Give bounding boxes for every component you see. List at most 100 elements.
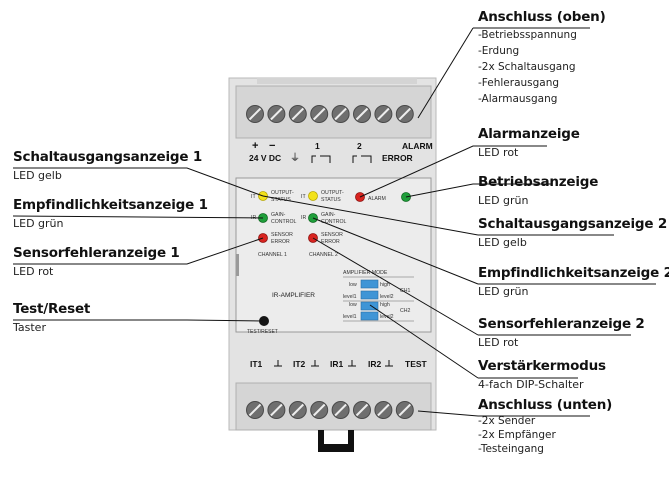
- housing-top-lip: [257, 78, 417, 84]
- bottom-screw-slot-2: [270, 403, 283, 417]
- callout-empfind1-title: Empfindlichkeitsanzeige 1: [13, 197, 208, 213]
- callout-sensorfehler1: Sensorfehleranzeige 1 LED rot: [13, 245, 180, 279]
- leader-schaltausgang2: [262, 195, 479, 236]
- it-label-left: IT: [251, 194, 256, 200]
- dip-switch-3[interactable]: [360, 301, 379, 311]
- ch2-level2-label: level2: [380, 314, 394, 320]
- bottom-terminal-labels: IT1 IT2 IR1 IR2 TEST: [250, 359, 428, 369]
- anschluss-unten-item-2: -2x Empfänger: [478, 429, 556, 441]
- callout-anschluss-unten: Anschluss (unten) -2x Sender -2x Empfäng…: [478, 397, 612, 456]
- anschluss-oben-item-2: -Erdung: [478, 45, 520, 57]
- callout-schaltausgang1-sub: LED gelb: [13, 169, 62, 182]
- leader-sensorfehler2: [312, 237, 479, 336]
- ch1-low-label: low: [349, 282, 357, 288]
- ground-symbol-bottom-4: [385, 360, 393, 367]
- gain-control-label-1-b: CONTROL: [271, 219, 296, 225]
- voltage-label: 24 V DC: [249, 153, 281, 163]
- amplifier-mode-title: AMPLIFIER MODE: [343, 270, 388, 276]
- top-screw-slot-5: [334, 107, 347, 121]
- minus-label: −: [269, 140, 275, 152]
- ch2-label: CH2: [400, 308, 410, 314]
- error-label: ERROR: [382, 153, 413, 163]
- anschluss-oben-item-4: -Fehlerausgang: [478, 77, 560, 89]
- callout-verstaerker-title: Verstärkermodus: [478, 358, 606, 374]
- callout-schaltausgang2-sub: LED gelb: [478, 236, 527, 249]
- bottom-screw-slot-5: [334, 403, 347, 417]
- callout-anschluss-oben-title: Anschluss (oben): [478, 9, 606, 25]
- amplifier-title: IR-AMPLIFIER: [272, 292, 315, 299]
- top-screw-slot-1: [248, 107, 262, 121]
- bottom-screw-slot-8: [398, 403, 412, 417]
- anschluss-oben-item-3: -2x Schaltausgang: [478, 61, 576, 73]
- callout-alarmanzeige-title: Alarmanzeige: [478, 126, 580, 142]
- sensor-error-label-2-a: SENSOR: [321, 232, 343, 238]
- top-screw-slot-4: [312, 107, 326, 121]
- panel-side-notch: [236, 254, 239, 276]
- callout-betriebsanzeige-title: Betriebsanzeige: [478, 174, 599, 190]
- leader-test-reset: [13, 319, 264, 322]
- ground-symbol-bottom-1: [274, 360, 282, 367]
- callout-empfind1: Empfindlichkeitsanzeige 1 LED grün: [13, 197, 208, 231]
- channel2-label: CHANNEL 2: [309, 252, 338, 258]
- ch2-low-label: low: [349, 302, 357, 308]
- callout-sensorfehler1-title: Sensorfehleranzeige 1: [13, 245, 180, 261]
- output1-label: 1: [315, 141, 320, 151]
- alarm-terminal-label: ALARM: [402, 141, 433, 151]
- callout-schaltausgang2-title: Schaltausgangsanzeige 2: [478, 216, 668, 232]
- ground-symbol-bottom-2: [311, 360, 319, 367]
- bottom-screw-slot-6: [355, 403, 369, 417]
- bottom-label-ir2: IR2: [368, 359, 382, 369]
- output-status-label-2-b: STATUS: [321, 197, 341, 203]
- sensor-error-label-1-a: SENSOR: [271, 232, 293, 238]
- bottom-label-test: TEST: [405, 359, 428, 369]
- ground-symbol: ⏚: [290, 152, 300, 164]
- ch2-level1-label: level1: [343, 314, 357, 320]
- output-status-led-2: [308, 191, 318, 201]
- bottom-screws: [246, 401, 414, 419]
- anschluss-oben-item-5: -Alarmausgang: [478, 93, 558, 105]
- leader-anschluss-unten: [417, 410, 479, 417]
- ch1-level2-label: level2: [380, 294, 394, 300]
- bottom-screw-slot-4: [312, 403, 326, 417]
- alarm-led-label: ALARM: [368, 196, 386, 202]
- top-screws: [246, 105, 414, 123]
- callout-anschluss-oben: Anschluss (oben) -Betriebsspannung -Erdu…: [478, 9, 606, 107]
- plus-label: +: [252, 140, 258, 152]
- leader-sensorfehler1: [13, 237, 264, 265]
- sensor-error-label-2-b: ERROR: [321, 239, 340, 245]
- leader-empfind1: [12, 215, 264, 219]
- output-status-label-1-a: OUTPUT-: [271, 190, 294, 196]
- leader-empfind2: [312, 217, 479, 285]
- dip-switch-2[interactable]: [360, 290, 379, 300]
- dip-switch-1[interactable]: [360, 279, 379, 289]
- bottom-label-it1: IT1: [250, 359, 263, 369]
- top-screw-slot-3: [291, 107, 305, 121]
- callout-betriebsanzeige-sub: LED grün: [478, 194, 529, 207]
- anschluss-unten-item-3: -Testeingang: [478, 443, 544, 455]
- channel1-label: CHANNEL 1: [258, 252, 287, 258]
- dip-switch-4[interactable]: [360, 311, 379, 321]
- leader-verstaerker: [369, 304, 479, 379]
- leader-schaltausgang1: [13, 167, 264, 197]
- ch1-label: CH1: [400, 288, 410, 294]
- it-label-right: IT: [301, 194, 306, 200]
- bottom-screw-slot-3: [291, 403, 305, 417]
- output-status-label-1-b: STATUS: [271, 197, 291, 203]
- switch2-symbol: [352, 155, 372, 163]
- switch1-symbol: [311, 155, 331, 163]
- leader-anschluss-oben: [417, 27, 474, 119]
- top-screw-slot-6: [355, 107, 369, 121]
- callout-test-reset-sub: Taster: [13, 321, 46, 334]
- callout-test-reset-title: Test/Reset: [13, 301, 91, 317]
- ch1-high-label: high: [380, 282, 390, 288]
- callout-sensorfehler1-sub: LED rot: [13, 265, 54, 278]
- bottom-screw-slot-1: [248, 403, 262, 417]
- callout-empfind1-sub: LED grün: [13, 217, 64, 230]
- callout-sensorfehler2-title: Sensorfehleranzeige 2: [478, 316, 645, 332]
- bottom-label-ir1: IR1: [330, 359, 344, 369]
- bottom-label-it2: IT2: [293, 359, 306, 369]
- test-reset-button[interactable]: [259, 316, 269, 326]
- anschluss-oben-item-1: -Betriebsspannung: [478, 29, 577, 41]
- ch2-high-label: high: [380, 302, 390, 308]
